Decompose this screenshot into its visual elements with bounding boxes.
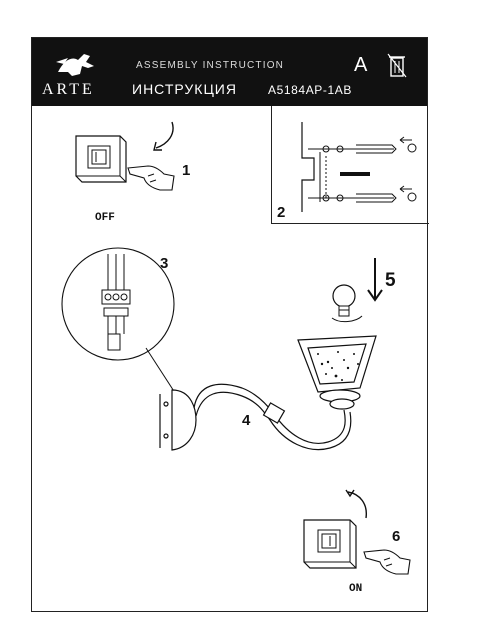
hand-icon [363,549,411,575]
on-label: ON [349,583,363,595]
header-bar: ARTE ASSEMBLY INSTRUCTION ИНСТРУКЦИЯ A51… [32,38,427,106]
header-title: ИНСТРУКЦИЯ [132,81,237,97]
step-5-number: 5 [385,270,396,291]
bulb-icon [331,284,363,323]
arrow-down-icon [367,258,383,302]
class-letter: A [354,54,368,76]
switch-icon [303,519,357,569]
wiring-detail [61,247,191,417]
step-1-number: 1 [182,162,191,179]
step-3-number: 3 [160,255,169,272]
step-6-number: 6 [392,528,401,545]
griffin-logo-icon [56,54,94,76]
step-2-panel: 2 [271,106,429,224]
brand-logo-text: ARTE [42,81,95,98]
model-number: A5184AP-1AB [268,83,352,97]
switch-icon [75,135,127,183]
step-4-number: 4 [242,412,251,429]
rotate-arrow-icon [153,121,174,151]
trash-bin-icon [387,53,407,78]
step-2-number: 2 [277,204,286,221]
header-subtitle: ASSEMBLY INSTRUCTION [136,60,285,71]
off-label: OFF [95,212,115,224]
hand-icon [127,165,175,191]
instruction-sheet: ARTE ASSEMBLY INSTRUCTION ИНСТРУКЦИЯ A51… [31,37,429,612]
screw-icon [301,122,417,212]
wall-lamp-illustration [159,335,377,451]
rotate-arrow-icon [345,489,367,519]
